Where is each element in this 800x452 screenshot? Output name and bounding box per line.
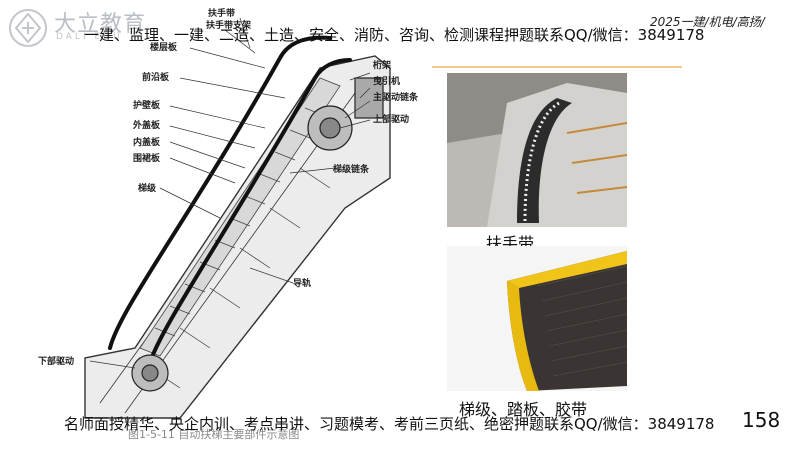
- label-handrail: 扶手带: [208, 8, 235, 19]
- label-main-drive-chain: 主驱动链条: [373, 91, 419, 103]
- handrail-lines: [108, 35, 352, 365]
- step-caption: 梯级、踏板、胶带: [459, 400, 588, 419]
- figure-caption: 图1-5-11 自动扶梯主要部件示意图: [128, 428, 300, 441]
- label-lower-drive: 下部驱动: [38, 355, 74, 367]
- label-guide-rail: 导轨: [293, 277, 311, 289]
- course-tag: 2025一建/机电/高扬/: [650, 15, 765, 29]
- page-number: 158: [742, 408, 781, 432]
- label-traction-machine: 曳引机: [373, 75, 400, 87]
- header-divider: [432, 66, 682, 68]
- logo-english: DALI EDU: [56, 32, 123, 42]
- upper-drive-machine: [307, 77, 384, 151]
- label-handrail-bracket: 扶手带支架: [206, 19, 251, 31]
- label-outer-cover: 外盖板: [132, 119, 161, 131]
- logo-wordmark: 大立教育: [54, 12, 147, 37]
- label-step: 梯级: [138, 182, 157, 194]
- logo-mark-icon: [9, 9, 47, 47]
- label-guard-plate: 护壁板: [133, 99, 161, 111]
- label-inner-cover: 内盖板: [133, 136, 161, 148]
- label-step-chain: 梯级链条: [333, 163, 370, 175]
- escalator-diagram: 扶手带支架 扶手带 楼层板 前沿板 护壁板 外盖板 内盖板 围裙板 梯级 桁架 …: [38, 8, 419, 419]
- label-front-edge-plate: 前沿板: [142, 71, 170, 83]
- bottom-banner-text: 名师面授精华、央企内训、考点串讲、习题模考、考前三页纸、绝密押题联系QQ/微信：…: [64, 415, 715, 433]
- lower-drive-machine: [131, 354, 169, 392]
- top-banner-text: 一建、监理、一建、二造、土造、安全、消防、咨询、检测课程押题联系QQ/微信：38…: [84, 26, 705, 44]
- step-photo: [447, 246, 627, 391]
- label-floor-plate: 楼层板: [150, 41, 178, 53]
- label-truss: 桁架: [373, 59, 391, 71]
- label-skirt-panel: 围裙板: [133, 152, 161, 164]
- handrail-photo: [447, 73, 627, 227]
- leader-lines: [89, 17, 371, 369]
- label-upper-drive: 上部驱动: [373, 113, 409, 125]
